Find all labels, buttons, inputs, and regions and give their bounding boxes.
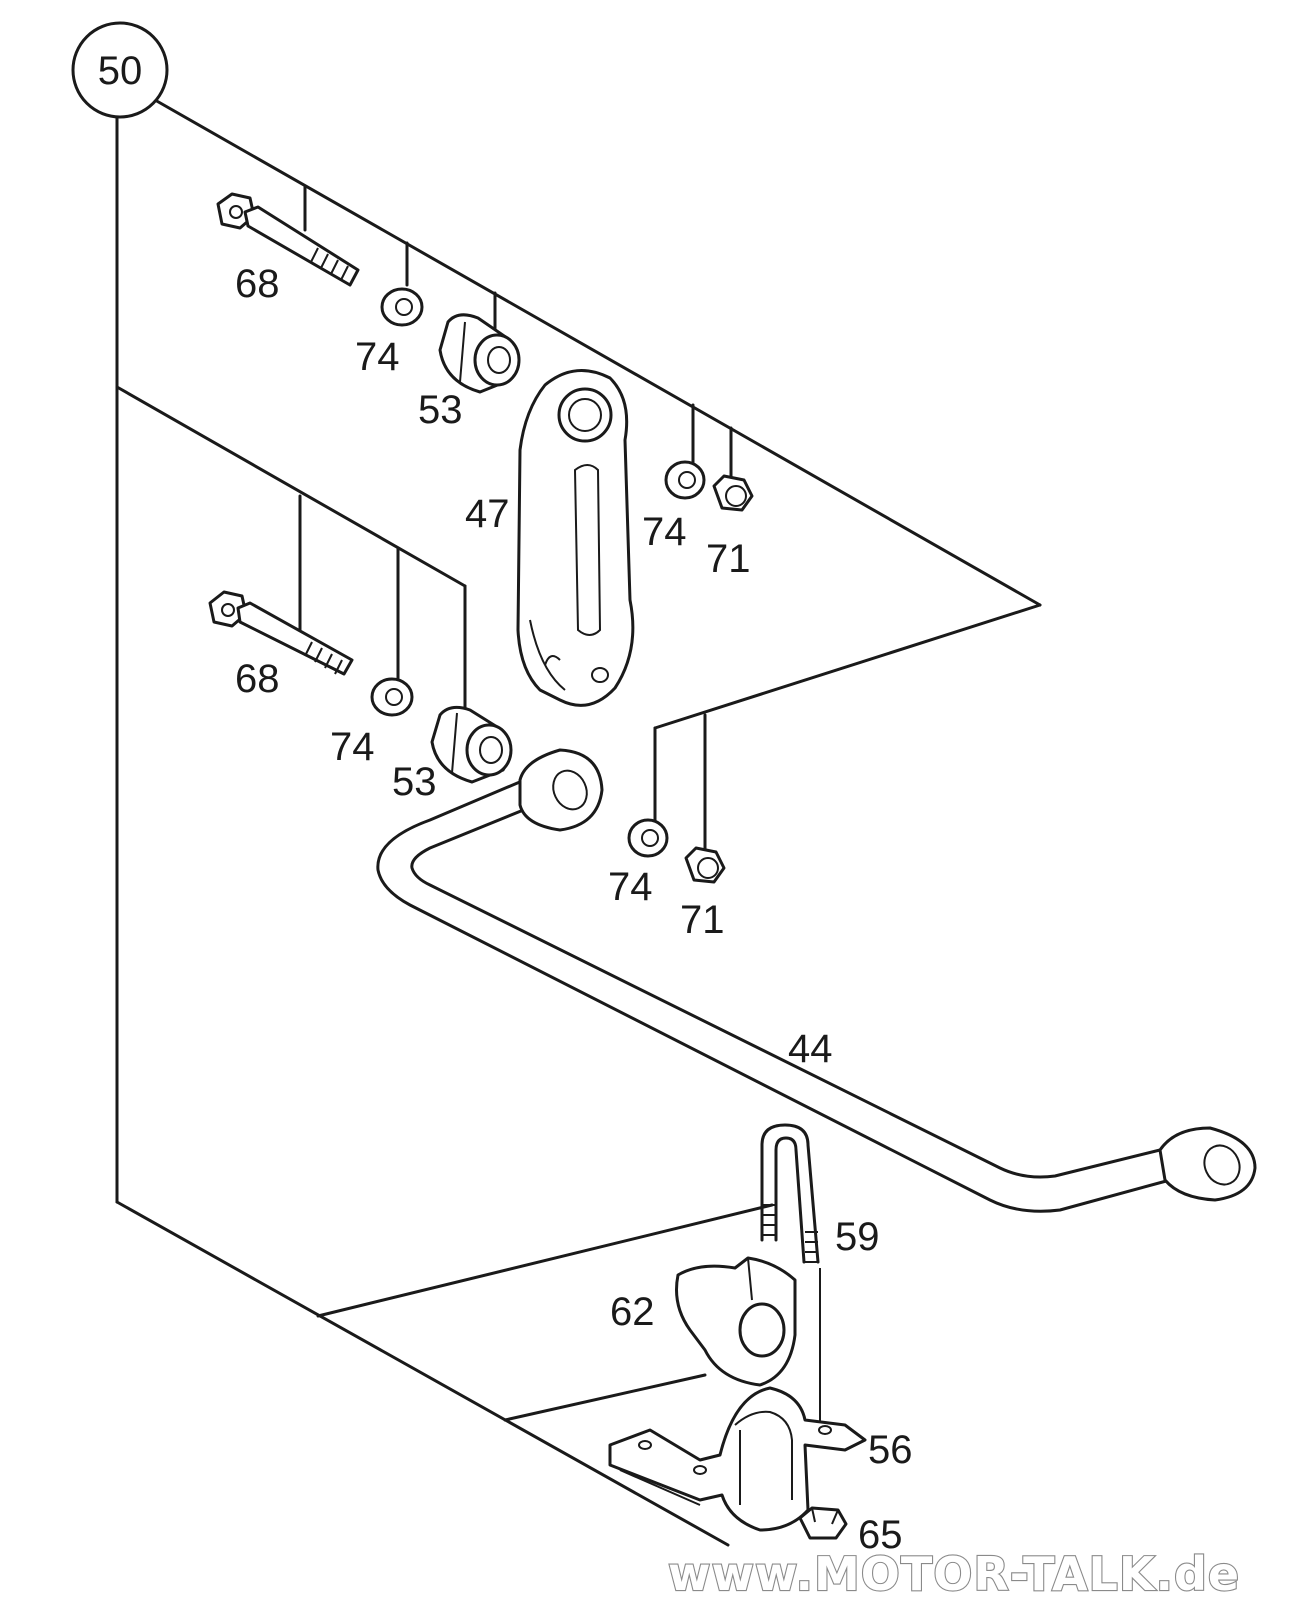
clamp-56 [608,1386,867,1532]
u-bolt-59 [760,1123,820,1264]
label-47: 47 [465,492,510,536]
washer-74-lower [370,677,414,717]
callout-circle [71,21,169,119]
label-68-upper: 68 [235,262,280,306]
bushing-53-lower [430,705,513,784]
label-56: 56 [868,1428,913,1472]
washer-74-upper [380,287,424,327]
bolt-68-lower [208,590,354,676]
label-59: 59 [835,1215,880,1259]
label-74-right-upper: 74 [642,510,687,554]
washer-74-right-upper [664,460,706,500]
part-labels: 68 74 53 47 74 71 68 74 53 74 71 44 59 6… [235,262,913,1557]
nut-65 [798,1506,848,1540]
label-68-lower: 68 [235,657,280,701]
label-74-lower: 74 [330,725,375,769]
watermark: www.MOTOR-TALK.de [668,1547,1240,1600]
label-71-upper: 71 [706,537,751,581]
link-47 [516,368,635,707]
nut-71-upper [712,474,754,512]
label-53-upper: 53 [418,388,463,432]
bushing-53-upper [438,313,521,394]
leader-lines [115,98,1042,1547]
label-74-right-lower: 74 [608,865,653,909]
group-callout: 50 [71,21,169,119]
label-74-upper: 74 [355,335,400,379]
label-44: 44 [788,1027,833,1071]
label-71-lower: 71 [680,898,725,942]
stabilizer-bar-44 [376,748,1257,1213]
bolt-68-upper [216,192,360,287]
label-53-lower: 53 [392,760,437,804]
group-label: 50 [98,49,143,93]
label-62: 62 [610,1290,655,1334]
washer-74-right-lower [627,818,669,858]
label-65: 65 [858,1513,903,1557]
nut-71-lower [684,846,726,884]
rubber-mount-62 [675,1256,797,1387]
